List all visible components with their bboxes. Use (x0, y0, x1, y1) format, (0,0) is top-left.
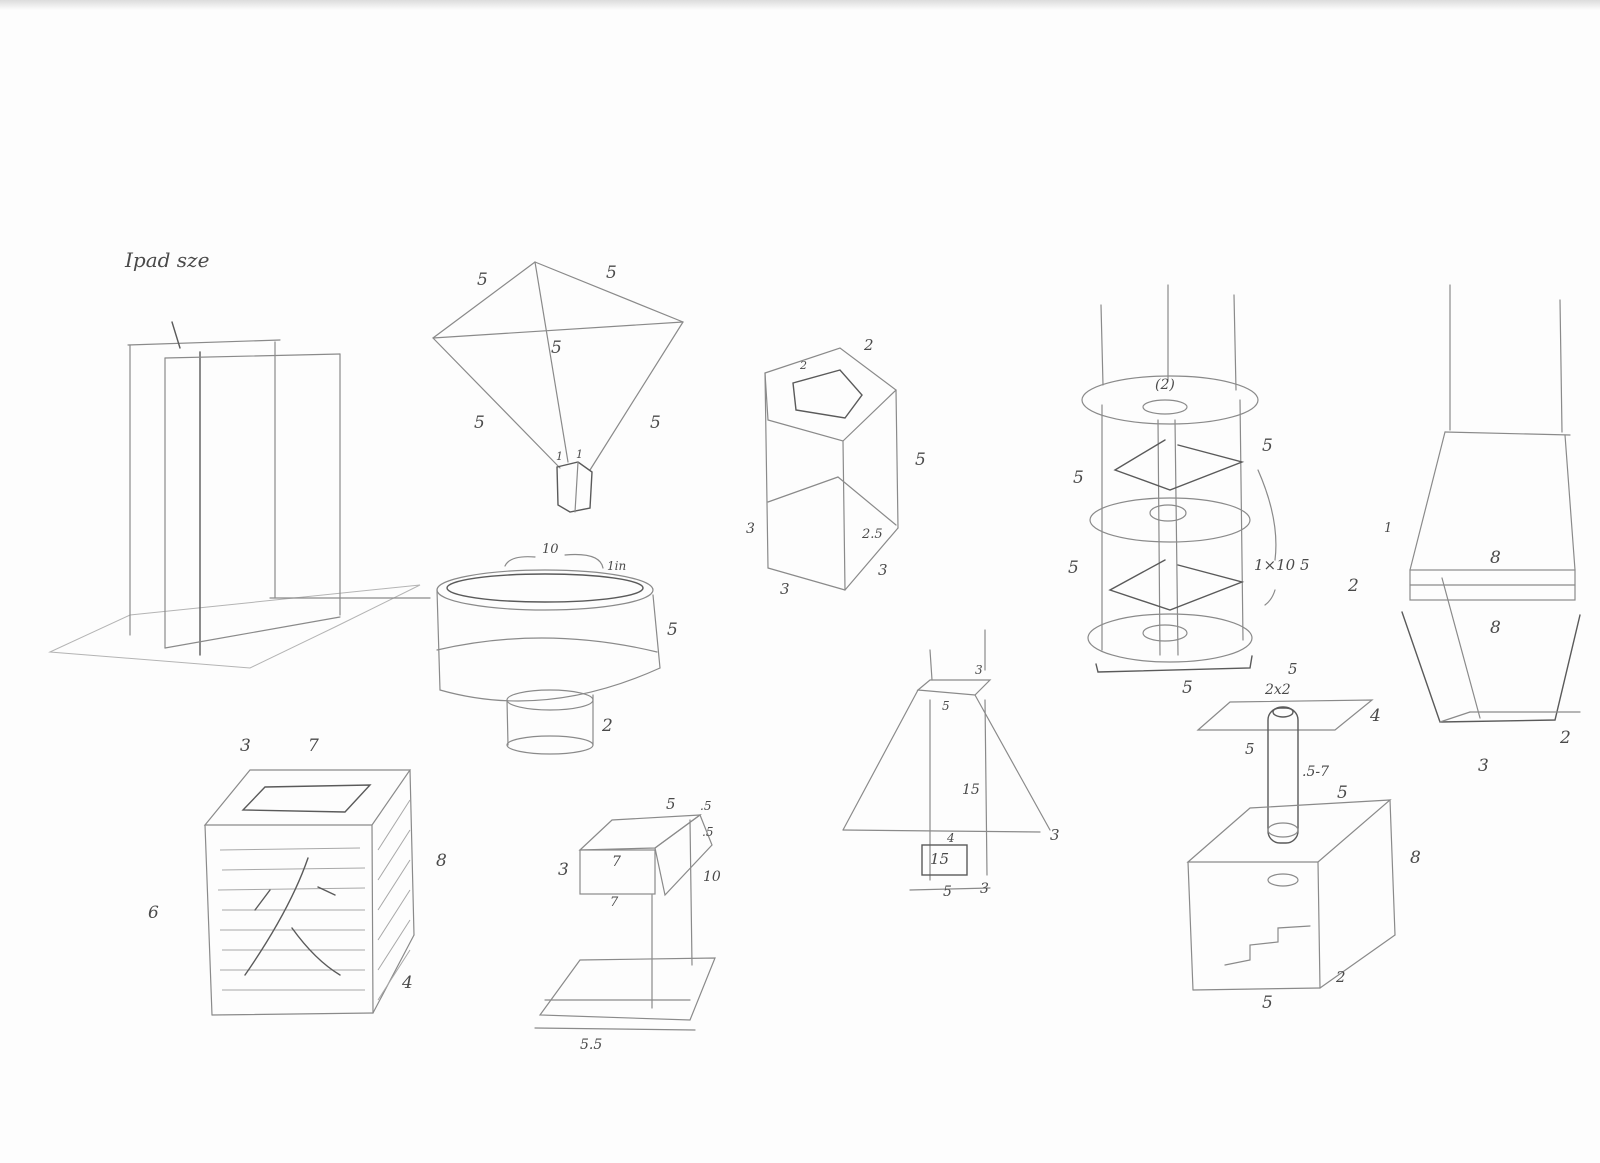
prism-dim: 2 (864, 336, 874, 354)
pyramid-pendant-sketch (842, 629, 1051, 891)
desk-dim: 5.5 (580, 1037, 603, 1053)
desk-dim: 5 (666, 795, 676, 813)
hex-dim: 1 (1384, 521, 1393, 536)
pyramid-dim: 5 (942, 699, 950, 713)
pyramid-dim: 4 (947, 831, 955, 845)
tube-dim: .5-7 (1302, 764, 1329, 780)
kite-dim: 5 (551, 338, 562, 358)
kite-dim: 1 (576, 448, 583, 461)
tier-dim: (2) (1155, 377, 1175, 393)
prism-dim: 3 (746, 521, 755, 537)
drum-dim: 1in (607, 559, 627, 573)
tube-dim: 5 (1288, 660, 1298, 678)
cube-dim: 6 (148, 903, 159, 923)
prism-dim: 2.5 (862, 527, 883, 542)
tier-dim: 5 (1068, 558, 1079, 578)
tube-dim: 8 (1410, 848, 1421, 868)
kite-dim: 5 (650, 413, 661, 433)
cube-dim: 7 (308, 736, 319, 756)
ipad-stand-sketch (48, 321, 431, 669)
tube-box-lamp-sketch (1186, 699, 1396, 991)
drum-dim: 5 (667, 620, 678, 640)
desk-dim: 3 (558, 860, 569, 880)
drum-dim: 2 (602, 716, 613, 736)
prism-dim: 3 (780, 580, 790, 598)
pyramid-dim: 3 (1050, 826, 1060, 844)
tube-dim: 2 (1336, 968, 1346, 986)
tube-dim: 2x2 (1265, 682, 1291, 698)
title-note: Ipad sze (125, 248, 210, 272)
desk-dim: 7 (610, 895, 619, 910)
pentagon-prism-sketch (764, 347, 899, 591)
cube-dim: 3 (240, 736, 251, 756)
pyramid-dim: 3 (975, 663, 983, 677)
kite-shade-sketch (432, 261, 684, 513)
hex-dim: 2 (1560, 728, 1571, 748)
desk-dim: .5 (700, 799, 712, 813)
tier-dim: 5 (1182, 678, 1193, 698)
pyramid-dim: 5 (943, 884, 952, 900)
desk-dim: 10 (703, 869, 721, 885)
cube-dim: 4 (402, 973, 413, 993)
hex-dim: 3 (1478, 756, 1489, 776)
tier-dim: 1×10 5 (1254, 556, 1310, 574)
desk-lamp-sketch (534, 814, 716, 1031)
kite-dim: 1 (556, 450, 563, 463)
kite-dim: 5 (474, 413, 485, 433)
tier-dim: 5 (1073, 468, 1084, 488)
pyramid-dim: 15 (962, 782, 980, 798)
hex-dim: 2 (1348, 576, 1359, 596)
fire-cube-sketch (203, 769, 415, 1016)
tube-dim: 5 (1245, 740, 1255, 758)
hex-pendant-sketch (1401, 284, 1581, 723)
kite-dim: 5 (606, 263, 617, 283)
tube-dim: 4 (1370, 706, 1381, 726)
hex-dim: 8 (1490, 548, 1501, 568)
hex-dim: 8 (1490, 618, 1501, 638)
pyramid-dim: 3 (980, 881, 989, 897)
pyramid-dim: 15 (930, 850, 950, 868)
drum-dim: 10 (542, 542, 559, 557)
drum-shade-sketch (436, 553, 661, 755)
prism-dim: 5 (915, 450, 926, 470)
cube-dim: 8 (436, 851, 447, 871)
tier-dim: 5 (1262, 436, 1273, 456)
prism-dim: 3 (878, 561, 888, 579)
desk-dim: .5 (702, 825, 714, 839)
tiered-disc-lamp-sketch (1081, 284, 1277, 673)
tube-dim: 5 (1262, 993, 1273, 1013)
desk-dim: 7 (612, 854, 621, 870)
prism-dim: 2 (800, 359, 807, 372)
tube-dim: 5 (1337, 783, 1348, 803)
kite-dim: 5 (477, 270, 488, 290)
